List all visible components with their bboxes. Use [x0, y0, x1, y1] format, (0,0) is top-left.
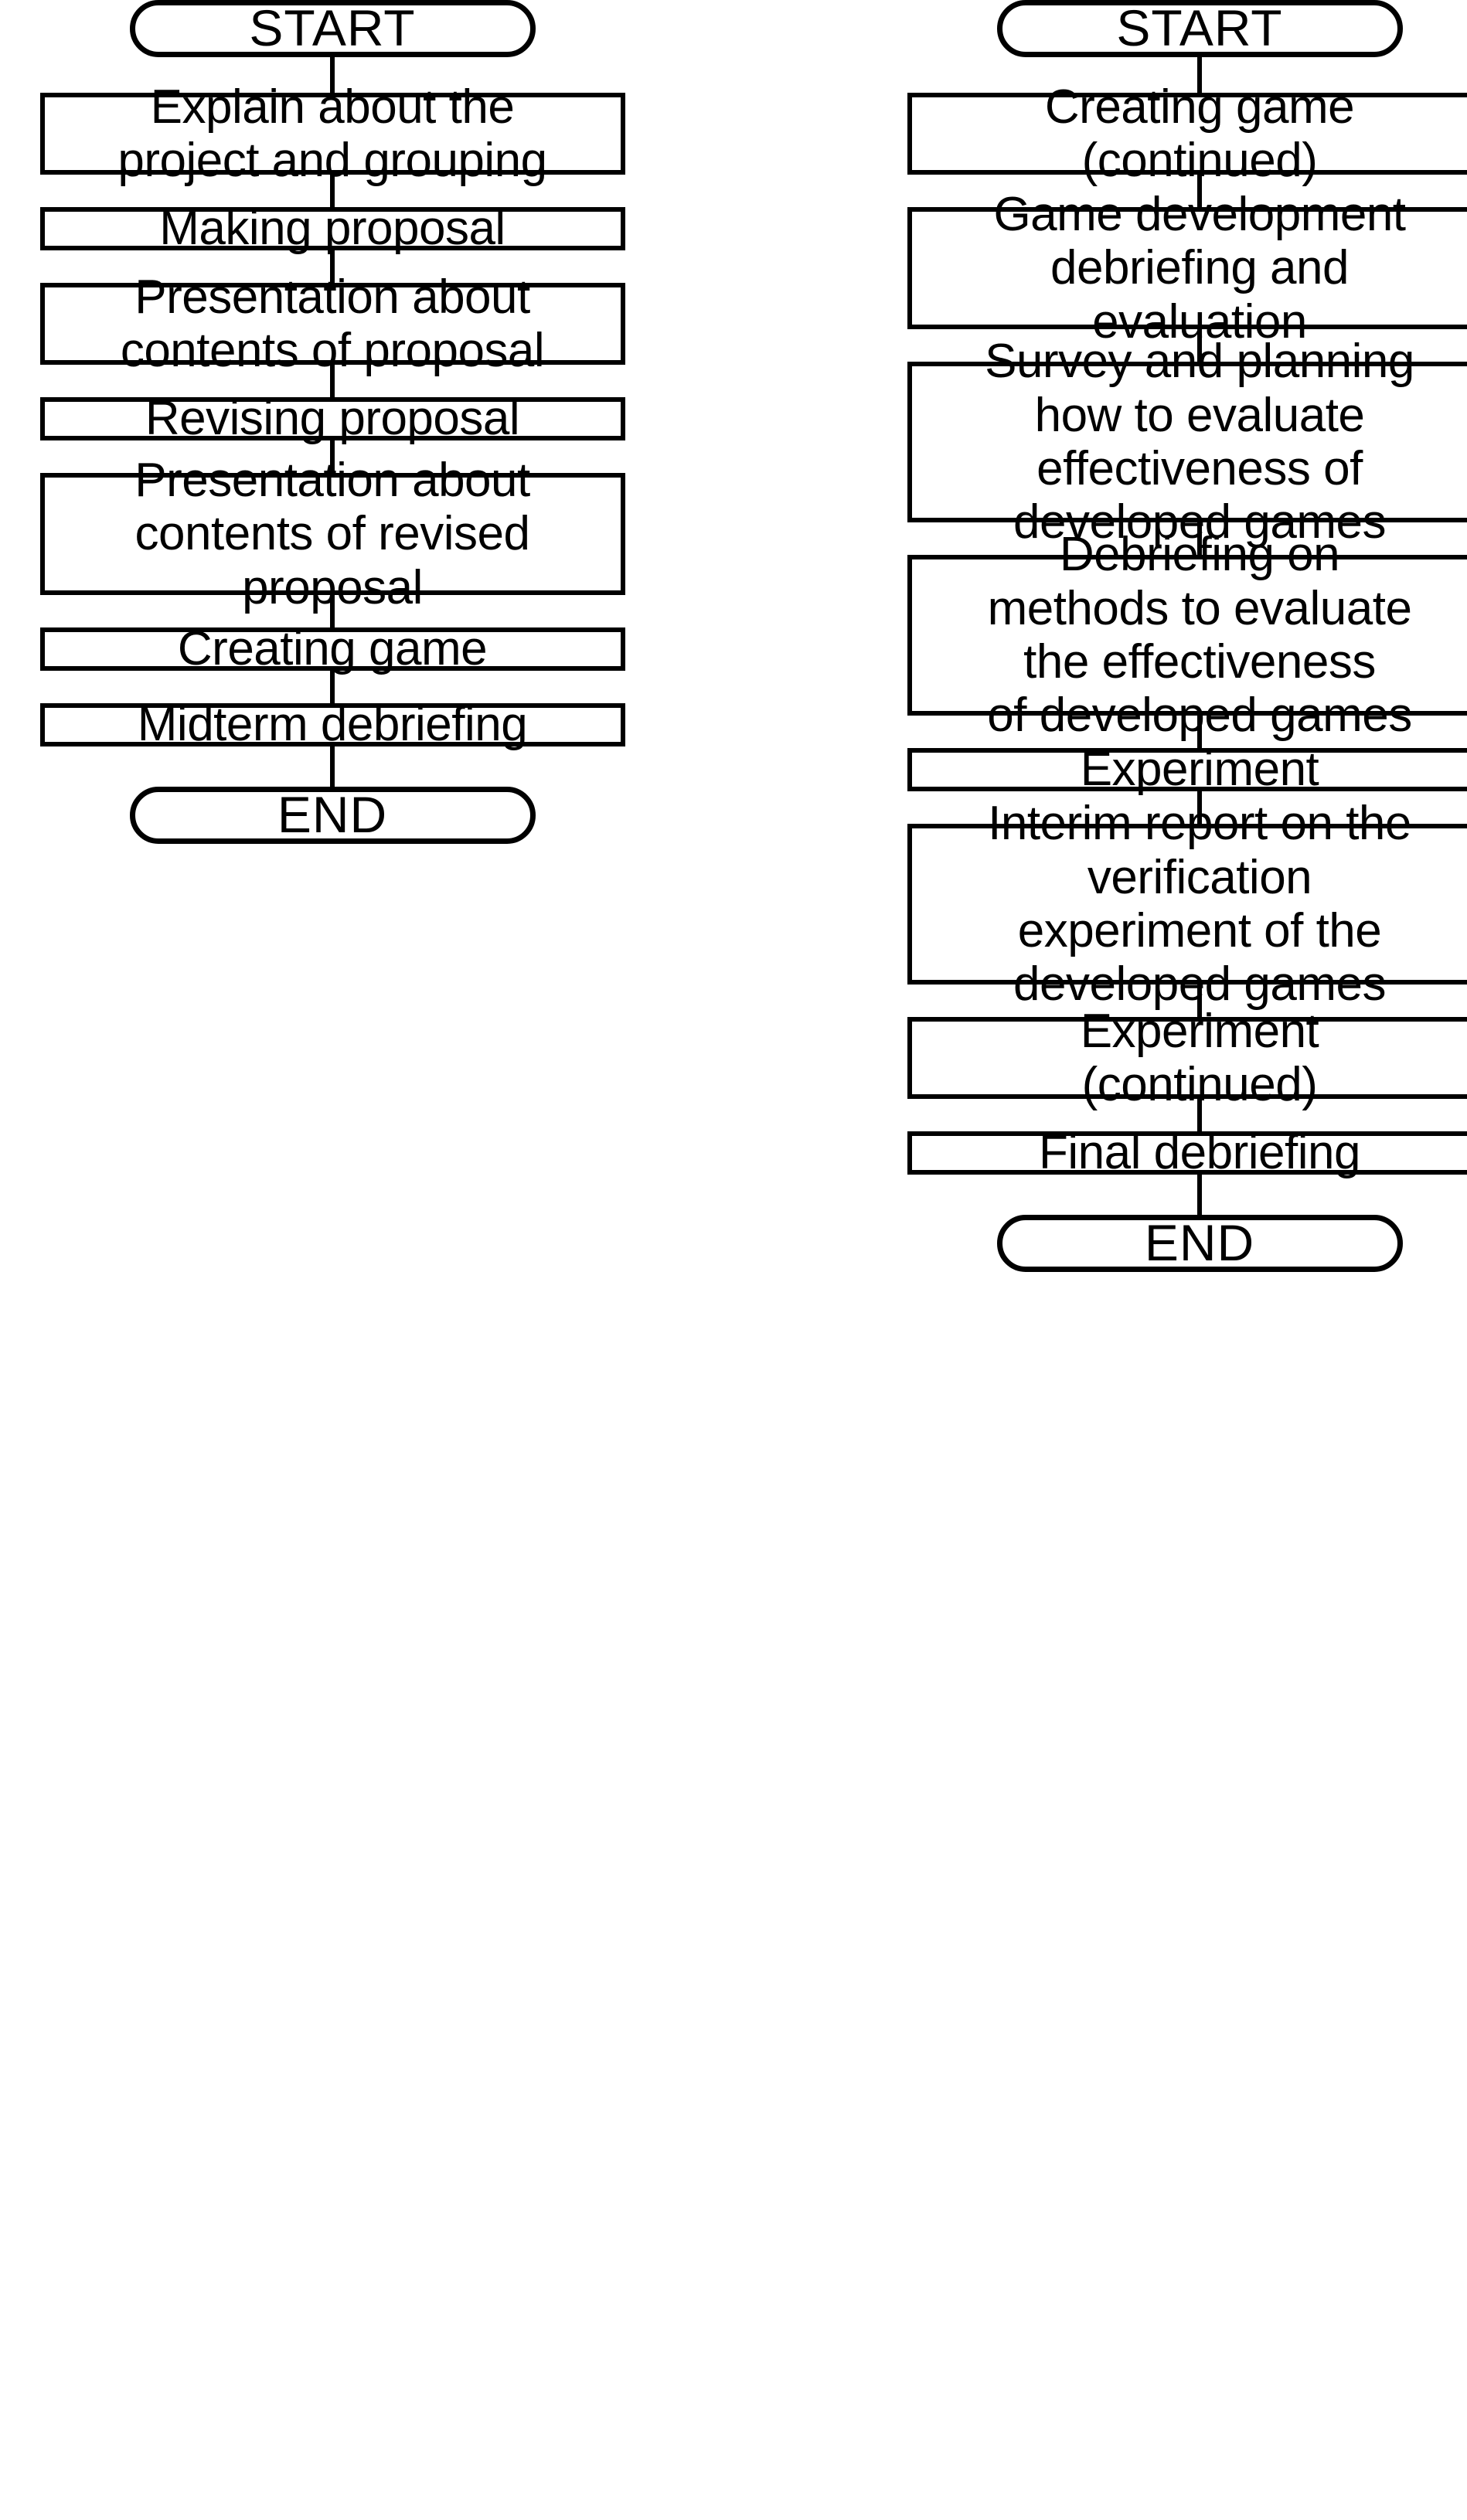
process-node-revising-proposal[interactable]: Revising proposal [39, 392, 625, 445]
flow-connector [330, 57, 335, 93]
flowchart-column-second-semester-flow: START Creating game (continued)Game devel… [890, 0, 1467, 1272]
node-label: Final debriefing [1039, 1126, 1360, 1180]
node-label: Survey and planning how to evaluate effe… [985, 335, 1414, 549]
node-label: Presentation about contents of proposal [120, 270, 545, 377]
flow-connector [330, 250, 335, 283]
flow-connector [330, 671, 335, 703]
node-label: Explain about the project and grouping [117, 80, 547, 187]
process-node-interim-report-on-the-verification-exper[interactable]: Interim report on the verification exper… [907, 797, 1467, 1011]
terminator-node-end[interactable]: END [129, 786, 536, 844]
flow-connector [330, 440, 335, 473]
process-node-final-debriefing[interactable]: Final debriefing [907, 1126, 1467, 1179]
node-label: Making proposal [159, 202, 505, 256]
node-label: Revising proposal [145, 392, 520, 446]
node-label: END [1144, 1214, 1255, 1272]
node-label: START [1116, 0, 1283, 57]
node-label: Creating game (continued) [1044, 80, 1355, 187]
process-node-midterm-debriefing[interactable]: Midterm debriefing [39, 698, 625, 751]
process-node-explain-about-the-project-and-grouping[interactable]: Explain about the project and grouping [39, 80, 625, 187]
flow-connector [1197, 522, 1202, 555]
flow-connector [1197, 57, 1202, 93]
process-node-game-development-debriefing-and-evaluati[interactable]: Game development debriefing and evaluati… [907, 188, 1467, 349]
process-node-survey-and-planning-how-to-evaluate-effe[interactable]: Survey and planning how to evaluate effe… [907, 335, 1467, 549]
process-node-making-proposal[interactable]: Making proposal [39, 202, 625, 255]
terminator-node-end[interactable]: END [996, 1214, 1403, 1272]
terminator-node-start[interactable]: START [129, 0, 536, 57]
flow-connector [1197, 329, 1202, 362]
process-node-creating-game[interactable]: Creating game [39, 622, 625, 675]
node-label: Presentation about contents of revised p… [134, 453, 530, 614]
node-label: Game development debriefing and evaluati… [993, 187, 1406, 349]
flow-connector [1197, 175, 1202, 207]
flow-connector [1197, 985, 1202, 1017]
node-label: Experiment [1080, 743, 1319, 797]
flow-connector [1197, 1175, 1202, 1215]
node-label: Experiment (continued) [1080, 1004, 1319, 1111]
process-node-presentation-about-contents-of-revised-p[interactable]: Presentation about contents of revised p… [39, 454, 625, 614]
node-label: END [277, 786, 388, 844]
process-node-debriefing-on-methods-to-evaluate-the-ef[interactable]: Debriefing on methods to evaluate the ef… [907, 528, 1467, 742]
flow-connector [1197, 716, 1202, 748]
process-node-experiment[interactable]: Experiment [907, 743, 1467, 796]
node-label: Creating game [177, 622, 488, 676]
process-node-presentation-about-contents-of-proposal[interactable]: Presentation about contents of proposal [39, 270, 625, 377]
flow-connector [330, 595, 335, 627]
process-node-creating-game-continued[interactable]: Creating game (continued) [907, 80, 1467, 187]
node-label: Debriefing on methods to evaluate the ef… [987, 528, 1412, 743]
flowchart-column-first-semester-flow: START Explain about the project and group… [23, 0, 642, 844]
node-label: Interim report on the verification exper… [988, 797, 1411, 1012]
flow-connector [330, 746, 335, 787]
flow-connector [330, 365, 335, 397]
flow-connector [1197, 1099, 1202, 1131]
node-label: START [249, 0, 416, 57]
node-label: Midterm debriefing [137, 698, 528, 752]
process-node-experiment-continued[interactable]: Experiment (continued) [907, 1005, 1467, 1111]
terminator-node-start[interactable]: START [996, 0, 1403, 57]
flow-connector [1197, 791, 1202, 824]
flow-connector [330, 175, 335, 207]
